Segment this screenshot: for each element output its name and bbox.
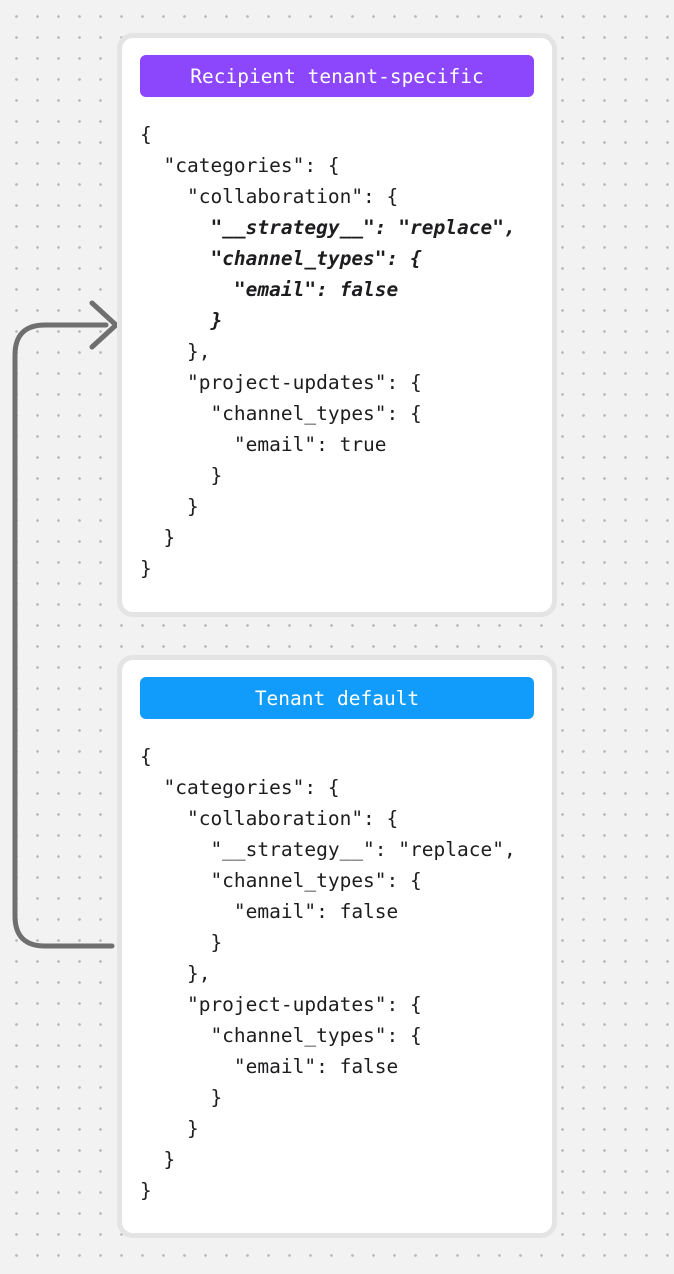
tenant-default-card: Tenant default { "categories": { "collab… [117, 655, 557, 1238]
code-line: } [140, 526, 176, 549]
code-line: "__strategy__": "replace", [140, 838, 516, 861]
code-line: }, [140, 340, 211, 363]
code-line: } [140, 1179, 152, 1202]
code-line: }, [140, 962, 211, 985]
code-line: "project-updates": { [140, 371, 422, 394]
merge-flow-arrow [12, 300, 119, 949]
code-line: } [140, 931, 223, 954]
code-line: "categories": { [140, 776, 340, 799]
code-line: "email": false [140, 278, 399, 301]
code-line: "email": false [140, 1055, 399, 1078]
code-line: "collaboration": { [140, 185, 399, 208]
code-line: } [140, 1086, 223, 1109]
code-line: "channel_types": { [140, 247, 422, 270]
code-line: } [140, 495, 199, 518]
code-line: "email": true [140, 433, 387, 456]
code-line: "collaboration": { [140, 807, 399, 830]
tenant-default-json-code: { "categories": { "collaboration": { "__… [140, 741, 534, 1206]
code-line: "categories": { [140, 154, 340, 177]
code-line: } [140, 557, 152, 580]
recipient-tenant-specific-badge: Recipient tenant-specific [140, 55, 534, 97]
arrow-line [12, 322, 115, 949]
code-line: } [140, 464, 223, 487]
code-line: { [140, 123, 152, 146]
recipient-tenant-specific-card: Recipient tenant-specific { "categories"… [117, 33, 557, 617]
code-line: "channel_types": { [140, 402, 422, 425]
code-line: } [140, 1117, 199, 1140]
code-line: } [140, 309, 223, 332]
code-line: } [140, 1148, 176, 1171]
tenant-default-badge: Tenant default [140, 677, 534, 719]
code-line: "channel_types": { [140, 1024, 422, 1047]
code-line: { [140, 745, 152, 768]
arrow-head-icon [89, 300, 119, 350]
code-line: "project-updates": { [140, 993, 422, 1016]
code-line: "channel_types": { [140, 869, 422, 892]
code-line: "email": false [140, 900, 399, 923]
code-line: "__strategy__": "replace", [140, 216, 516, 239]
recipient-tenant-specific-json-code: { "categories": { "collaboration": { "__… [140, 119, 534, 584]
